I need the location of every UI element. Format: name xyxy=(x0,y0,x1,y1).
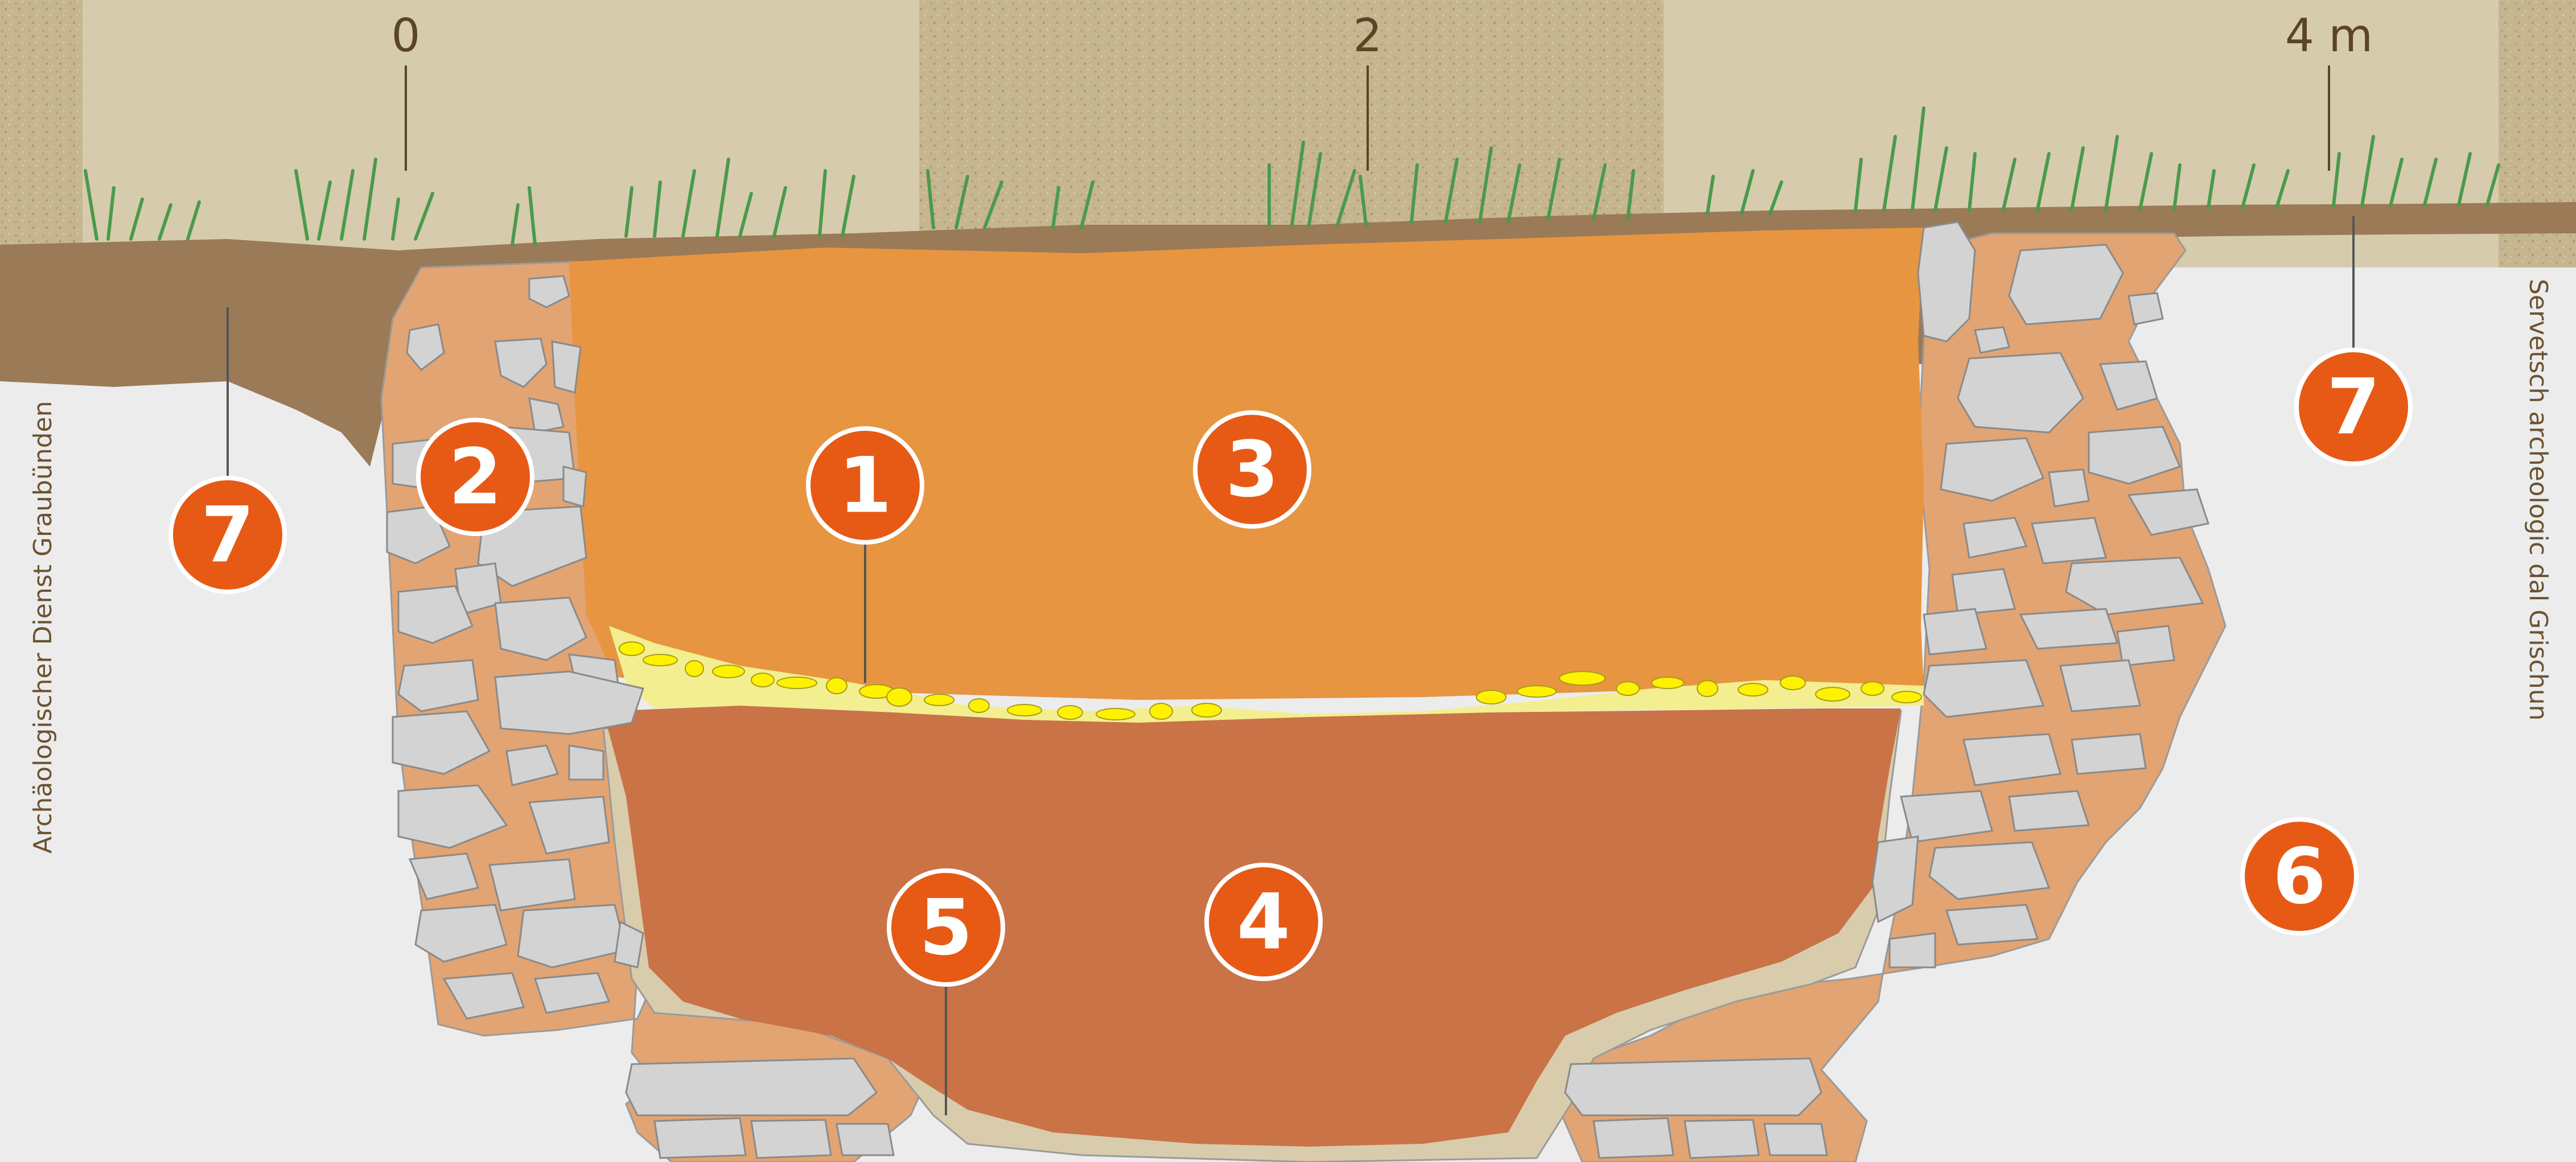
marker-4: 4 xyxy=(1207,865,1320,979)
marker-6: 6 xyxy=(2242,819,2356,933)
bottom-left-stones xyxy=(626,1058,894,1158)
scale-label-0: 0 xyxy=(392,9,421,62)
marker-4-label: 4 xyxy=(1237,877,1290,967)
scale-label-2: 2 xyxy=(1353,9,1382,62)
marker-3-label: 3 xyxy=(1225,425,1279,514)
marker-7-left-label: 7 xyxy=(201,491,254,580)
credit-left: Archäologischer Dienst Graubünden xyxy=(28,401,57,854)
bottom-right-stones xyxy=(1565,1058,1827,1158)
marker-3: 3 xyxy=(1195,413,1309,526)
marker-7-right-label: 7 xyxy=(2327,362,2380,452)
marker-2: 2 xyxy=(418,420,532,534)
scale-band-edge-left xyxy=(0,0,83,267)
marker-1: 1 xyxy=(808,428,922,542)
scale-band-segment-1 xyxy=(83,0,919,267)
credit-right: Servetsch archeologic dal Grischun xyxy=(2524,279,2553,720)
marker-1-label: 1 xyxy=(838,441,892,530)
marker-6-label: 6 xyxy=(2273,832,2326,921)
scale-label-4m: 4 m xyxy=(2285,9,2373,62)
marker-7-right: 7 xyxy=(2297,350,2410,464)
marker-5: 5 xyxy=(889,871,1003,984)
marker-7-left: 7 xyxy=(171,478,285,592)
marker-2-label: 2 xyxy=(448,432,502,522)
marker-5-label: 5 xyxy=(919,883,973,973)
